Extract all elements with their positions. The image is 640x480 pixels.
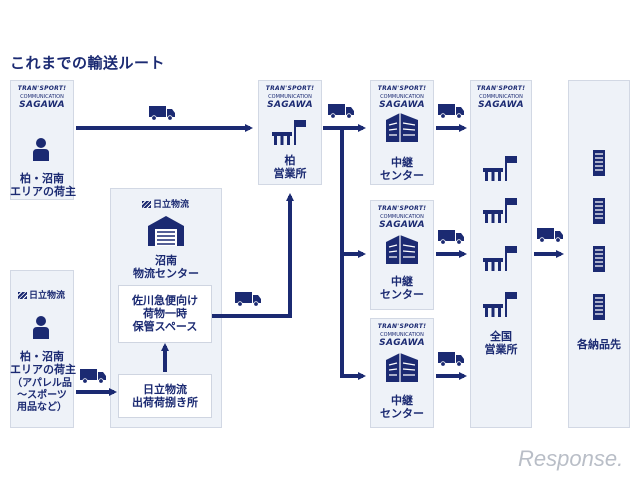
office-icon xyxy=(483,246,517,271)
truck-icon xyxy=(437,229,465,245)
response-watermark: Response. xyxy=(518,446,624,471)
shipper-person-icon xyxy=(33,316,49,339)
truck-icon xyxy=(437,351,465,367)
truck-icon xyxy=(437,103,465,119)
relay-building-icon xyxy=(385,352,419,383)
shipper-person-icon xyxy=(33,138,49,161)
kashiwa-office-label: 柏営業所 xyxy=(273,154,307,180)
shipper-kashiwa-label: 柏・沼南エリアの荷主 xyxy=(10,172,76,198)
office-icon xyxy=(483,198,517,223)
relay-building-icon xyxy=(385,234,419,265)
shonan-center-label: 沼南物流センター xyxy=(133,254,199,280)
storage-space-label: 佐川急便向け荷物一時保管スペース xyxy=(132,294,198,333)
hitachi-logo: 日立物流 xyxy=(18,288,65,301)
truck-icon xyxy=(148,105,176,121)
truck-icon xyxy=(327,103,355,119)
truck-icon xyxy=(79,368,107,384)
relay-center-label: 中継センター xyxy=(380,394,424,420)
page-title: これまでの輸送ルート xyxy=(10,54,166,72)
destination-building-icon xyxy=(592,293,606,321)
relay-center-label: 中継センター xyxy=(380,275,424,301)
shipper-kashiwa-shonan-label: 柏・沼南エリアの荷主 xyxy=(10,350,76,376)
shipping-area-label: 日立物流出荷荷捌き所 xyxy=(132,383,198,409)
truck-icon xyxy=(536,227,564,243)
warehouse-icon xyxy=(147,215,185,247)
hitachi-logo: 日立物流 xyxy=(142,197,189,210)
box-shipping-area xyxy=(118,374,212,418)
box-storage-space xyxy=(118,285,212,343)
office-icon xyxy=(483,292,517,317)
shipper-note: （アパレル品～スポーツ用品など） xyxy=(12,378,72,413)
office-icon xyxy=(272,120,306,145)
relay-center-label: 中継センター xyxy=(380,156,424,182)
office-icon xyxy=(483,156,517,181)
national-offices-label: 全国営業所 xyxy=(484,330,518,356)
destination-building-icon xyxy=(592,197,606,225)
destination-building-icon xyxy=(592,149,606,177)
truck-icon xyxy=(234,291,262,307)
destination-building-icon xyxy=(592,245,606,273)
box-national-offices xyxy=(470,80,532,428)
relay-building-icon xyxy=(385,112,419,143)
destinations-label: 各納品先 xyxy=(577,338,621,351)
